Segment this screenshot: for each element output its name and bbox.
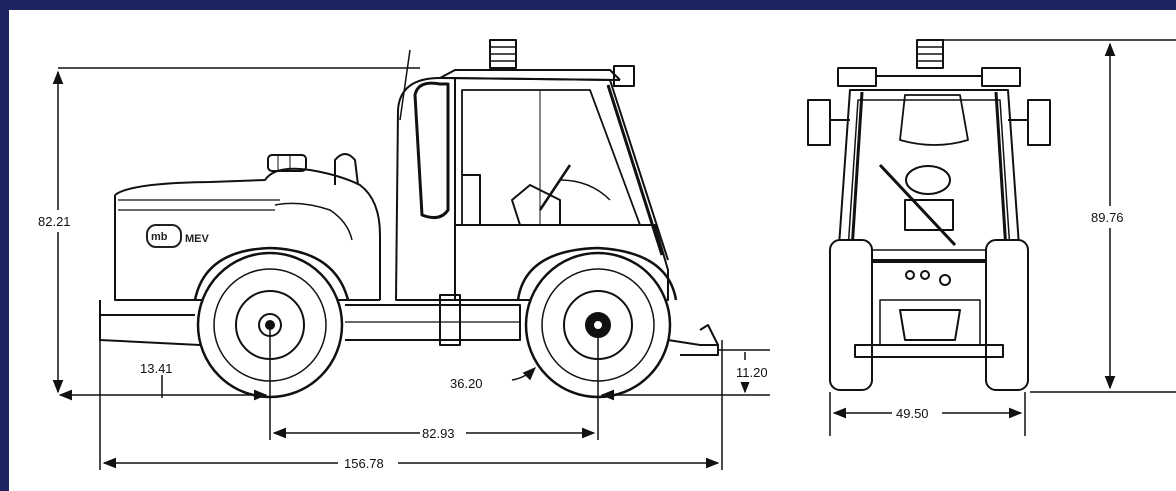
front-view-vehicle [807, 39, 1051, 391]
dim-overall-length: 156.78 [344, 456, 384, 471]
dim-turning: 36.20 [450, 376, 483, 391]
mev-logo: mb MEV [146, 224, 210, 248]
dim-front-height: 89.76 [1091, 210, 1124, 225]
dim-wheelbase: 82.93 [422, 426, 455, 441]
dim-hitch-height: 11.20 [736, 365, 768, 380]
side-view-vehicle [99, 39, 770, 399]
logo-text: MEV [185, 233, 210, 245]
label-masks [36, 206, 1134, 472]
logo-mark: mb [151, 231, 168, 243]
dim-track-width: 49.50 [896, 406, 929, 421]
dim-side-height: 82.21 [38, 214, 71, 229]
dimension-labels: 82.21 13.41 36.20 11.20 82.93 156.78 89.… [38, 210, 1124, 471]
dim-front-overhang: 13.41 [140, 361, 173, 376]
